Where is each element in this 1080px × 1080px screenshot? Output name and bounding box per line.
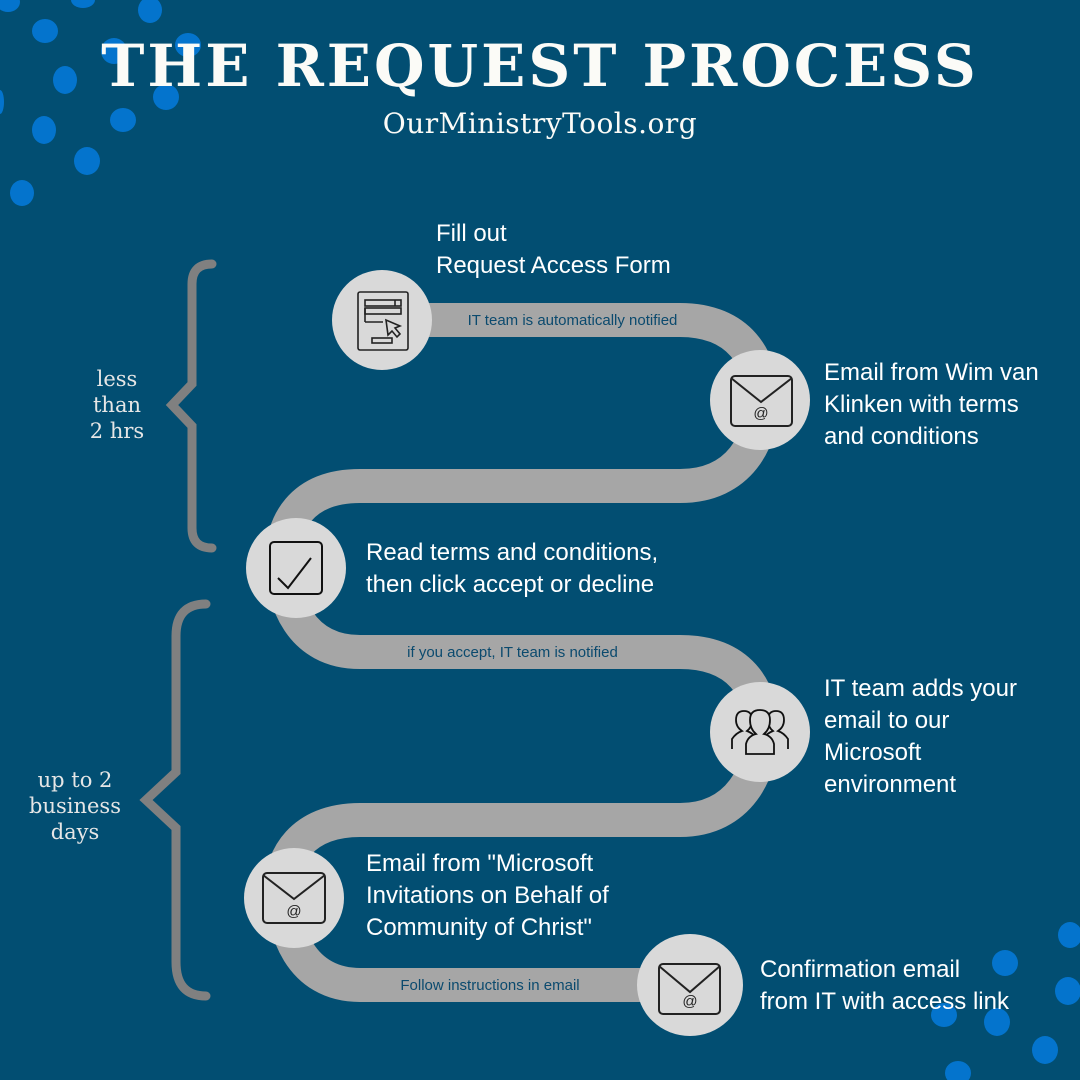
step-3-text: Read terms and conditions, then click ac… bbox=[366, 539, 659, 598]
dot bbox=[10, 180, 34, 206]
dot bbox=[71, 0, 95, 8]
svg-text:@: @ bbox=[286, 903, 301, 920]
step-circle bbox=[246, 518, 346, 618]
path-label-1: IT team is automatically notified bbox=[467, 312, 678, 329]
duration-label-2: up to 2 business days bbox=[29, 768, 121, 844]
step-1-node bbox=[332, 270, 432, 370]
dot bbox=[1058, 922, 1080, 948]
dot bbox=[984, 1008, 1010, 1036]
step-2-text: Email from Wim van Klinken with terms an… bbox=[824, 359, 1039, 450]
path-label-2: if you accept, IT team is notified bbox=[407, 644, 618, 661]
duration-bracket-2 bbox=[139, 599, 211, 1001]
dot bbox=[32, 116, 56, 144]
step-circle bbox=[332, 270, 432, 370]
dot bbox=[32, 19, 58, 43]
step-5-text: Email from "Microsoft Invitations on Beh… bbox=[366, 850, 609, 941]
site-link[interactable]: OurMinistryTools.org bbox=[382, 107, 698, 140]
dot bbox=[0, 90, 4, 114]
duration-bracket-1 bbox=[165, 259, 217, 553]
dot bbox=[175, 33, 201, 57]
email-icon: @ bbox=[730, 375, 793, 427]
decorative-dots-top-left bbox=[0, 0, 201, 206]
step-2-node: @ bbox=[710, 350, 810, 450]
step-3-node bbox=[246, 518, 346, 618]
svg-text:@: @ bbox=[682, 993, 697, 1010]
dot bbox=[74, 147, 100, 175]
duration-label-1: less than 2 hrs bbox=[89, 367, 145, 443]
decorative-dots-bottom-right bbox=[931, 922, 1080, 1080]
dot bbox=[1055, 977, 1080, 1005]
dot bbox=[0, 0, 20, 12]
step-1-text: Fill out Request Access Form bbox=[436, 220, 671, 279]
email-icon: @ bbox=[262, 872, 326, 924]
dot bbox=[153, 84, 179, 110]
svg-text:@: @ bbox=[753, 405, 768, 422]
dot bbox=[53, 66, 77, 94]
step-5-node: @ bbox=[244, 848, 344, 948]
dot bbox=[992, 950, 1018, 976]
dot bbox=[945, 1061, 971, 1080]
email-icon: @ bbox=[658, 963, 721, 1015]
dot bbox=[138, 0, 162, 23]
dot bbox=[101, 38, 127, 64]
step-circle bbox=[637, 934, 743, 1036]
step-6-node: @ bbox=[637, 934, 743, 1036]
path-label-3: Follow instructions in email bbox=[400, 977, 580, 994]
people-icon bbox=[731, 709, 789, 755]
page-title: THE REQUEST PROCESS bbox=[101, 32, 979, 100]
step-6-text: Confirmation email from IT with access l… bbox=[760, 956, 1009, 1015]
checkbox-icon bbox=[269, 541, 323, 595]
step-4-text: IT team adds your email to our Microsoft… bbox=[824, 675, 1017, 798]
dot bbox=[931, 1003, 957, 1027]
form-icon bbox=[357, 291, 409, 351]
step-4-node bbox=[710, 682, 810, 782]
dot bbox=[1032, 1036, 1058, 1064]
dot bbox=[110, 108, 136, 132]
